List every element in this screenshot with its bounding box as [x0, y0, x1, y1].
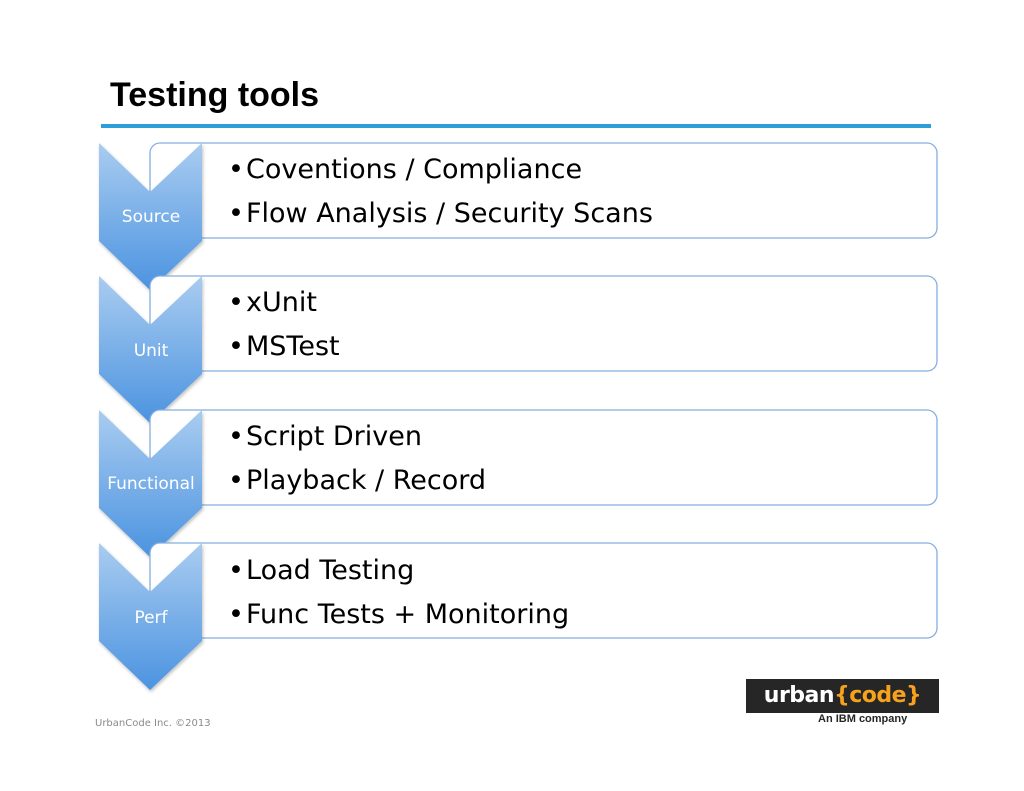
chevron-unit: [99, 276, 202, 423]
bullets-perf: Load Testing Func Tests + Monitoring: [228, 549, 918, 637]
chevron-functional: [99, 410, 202, 557]
slide-title: Testing tools: [110, 76, 320, 114]
bullets-source: Coventions / Compliance Flow Analysis / …: [228, 148, 918, 236]
chevron-source: [99, 143, 202, 290]
bullets-functional: Script Driven Playback / Record: [228, 415, 918, 503]
chevron-label-unit: Unit: [133, 341, 169, 361]
bullet-item: Load Testing: [228, 549, 918, 593]
bullet-item: xUnit: [228, 281, 918, 325]
bullet-item: Func Tests + Monitoring: [228, 593, 918, 637]
bullet-item: Script Driven: [228, 415, 918, 459]
logo-word-urban: urban: [763, 683, 835, 708]
bullet-item: Flow Analysis / Security Scans: [228, 192, 918, 236]
chevron-label-source: Source: [121, 207, 181, 227]
bullet-item: Playback / Record: [228, 459, 918, 503]
logo-tagline: An IBM company: [818, 713, 908, 725]
bullet-item: Coventions / Compliance: [228, 148, 918, 192]
urbancode-logo: urban{code}: [746, 679, 939, 713]
title-underline: [101, 124, 931, 128]
logo-word-code: {code}: [834, 683, 922, 708]
logo-wordmark: urban{code}: [746, 679, 939, 713]
bullet-item: MSTest: [228, 325, 918, 369]
footer-copyright: UrbanCode Inc. ©2013: [95, 718, 211, 729]
bullets-unit: xUnit MSTest: [228, 281, 918, 369]
chevron-label-perf: Perf: [134, 608, 168, 628]
chevron-perf: [99, 543, 202, 690]
chevron-label-functional: Functional: [107, 474, 195, 494]
